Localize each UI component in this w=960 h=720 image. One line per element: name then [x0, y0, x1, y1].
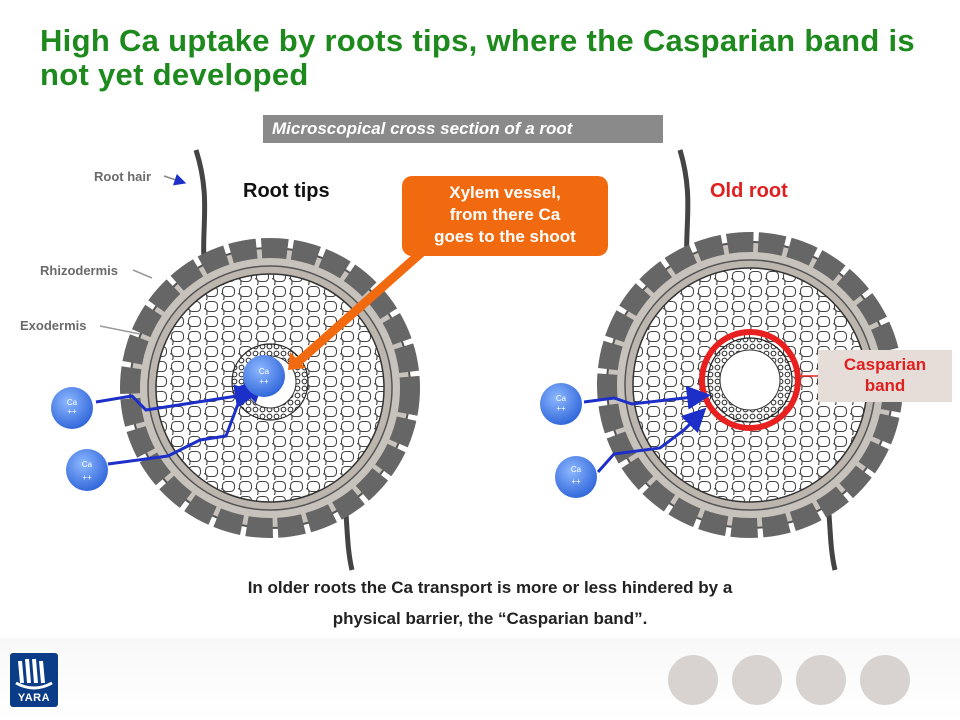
ca-ion: Ca ++: [540, 383, 582, 425]
right-root: [597, 149, 903, 571]
ca-arrow-right-1: [583, 385, 711, 410]
ca-ion: Ca ++: [51, 387, 93, 429]
caption: In older roots the Ca transport is more …: [247, 578, 733, 628]
old-root-heading: Old root: [710, 180, 788, 202]
svg-text:Ca: Ca: [556, 394, 567, 403]
xylem-vessel-callout: Xylem vessel, from there Ca goes to the …: [402, 176, 608, 256]
rhizodermis-label: Rhizodermis: [40, 263, 119, 278]
svg-text:++: ++: [571, 477, 581, 486]
ca-arrow-right-2: [596, 407, 707, 473]
svg-text:++: ++: [556, 404, 566, 413]
decor-dot: [796, 655, 846, 705]
subtitle-bar: Microscopical cross section of a root: [263, 115, 663, 143]
root-tips-heading: Root tips: [243, 180, 330, 202]
svg-text:Ca: Ca: [67, 398, 78, 407]
viking-ship-icon: [15, 658, 53, 690]
decor-dot: [860, 655, 910, 705]
exodermis-pointer: [99, 325, 141, 335]
ca-ion: Ca ++: [555, 456, 597, 498]
decor-dot: [668, 655, 718, 705]
root-hair-pointer: [163, 173, 187, 186]
ca-arrow-left-1: [95, 384, 259, 412]
page-title: High Ca uptake by roots tips, where the …: [40, 23, 915, 92]
casparian-band-ring: [699, 329, 801, 431]
svg-text:++: ++: [82, 473, 92, 482]
xylem-arrow: [295, 248, 425, 366]
svg-text:++: ++: [259, 377, 269, 386]
decor-dot: [732, 655, 782, 705]
casparian-band-callout: Casparian band: [818, 350, 952, 402]
ca-arrow-left-2: [107, 377, 265, 466]
yara-logo: YARA: [10, 653, 58, 707]
root-hair-label: Root hair: [94, 169, 152, 184]
rhizodermis-pointer: [132, 269, 153, 279]
svg-text:++: ++: [67, 407, 77, 416]
ca-ion: Ca ++: [243, 355, 285, 397]
svg-text:Ca: Ca: [82, 460, 93, 469]
svg-text:Ca: Ca: [259, 367, 270, 376]
exodermis-label: Exodermis: [20, 318, 87, 333]
svg-text:Ca: Ca: [571, 465, 582, 474]
ca-ion: Ca ++: [66, 449, 108, 491]
